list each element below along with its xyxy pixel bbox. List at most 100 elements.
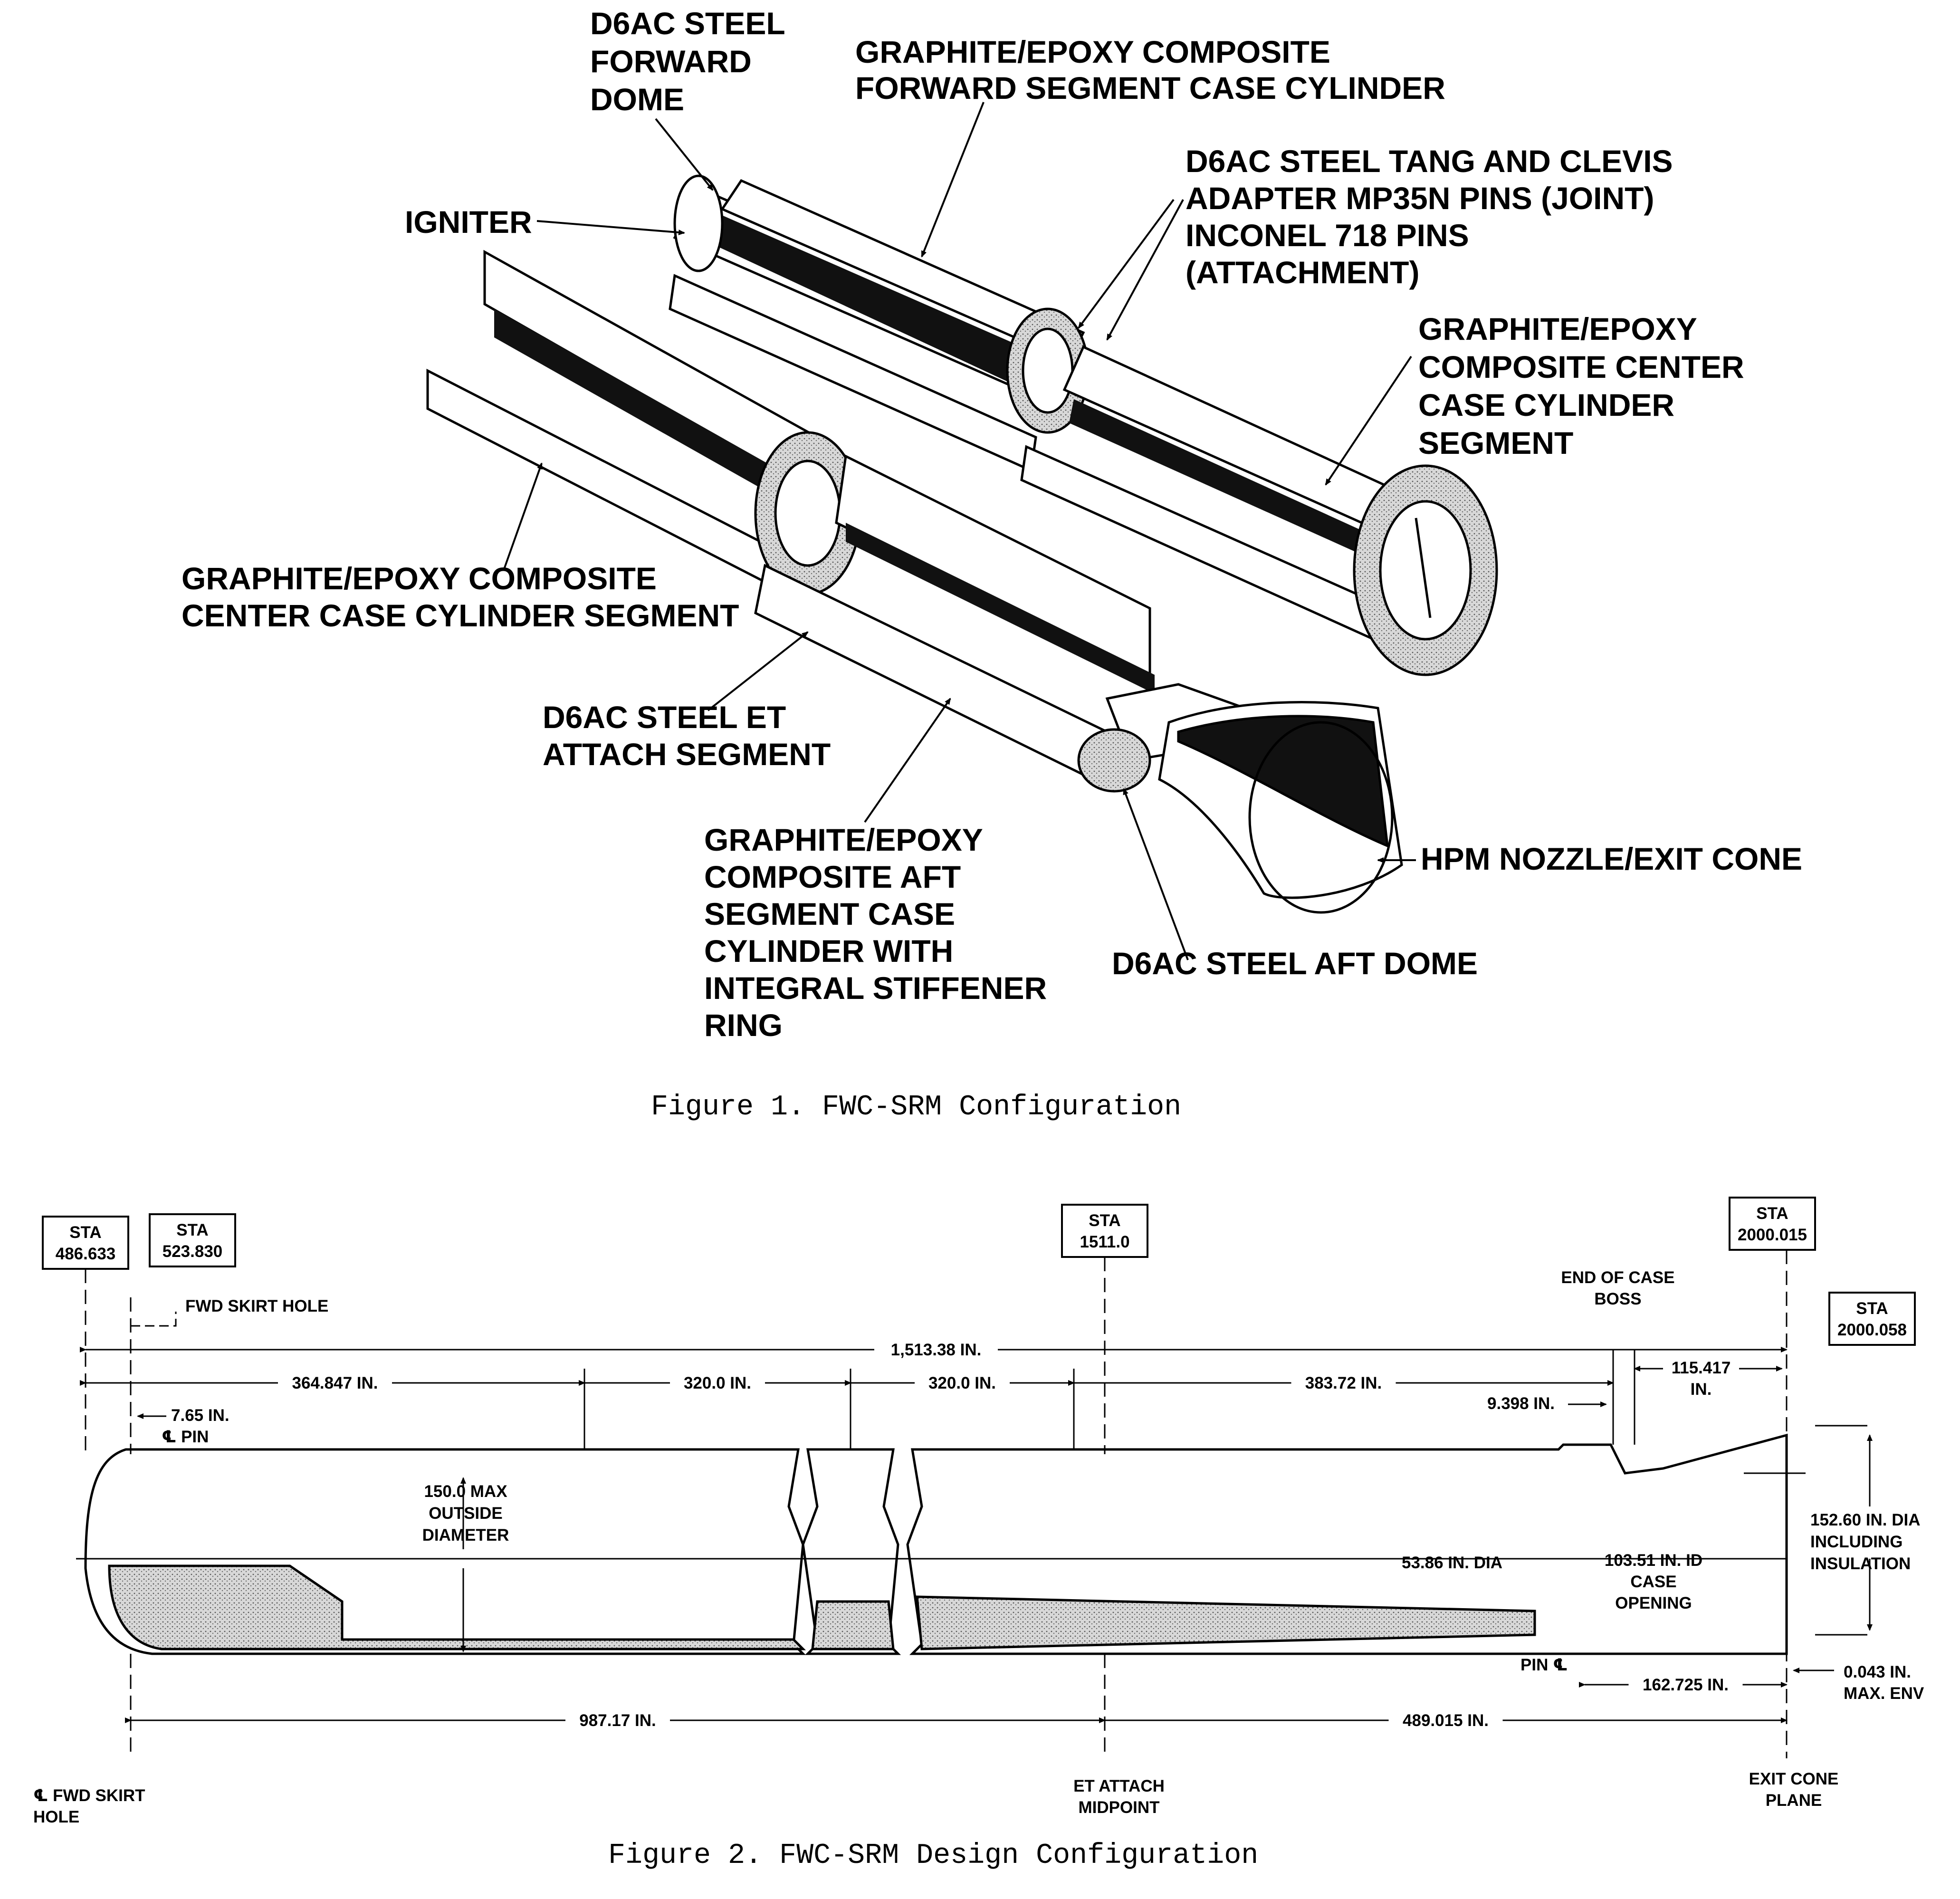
label-center-case-right-line-2: COMPOSITE CENTER <box>1418 349 1744 384</box>
nozzle-drawing <box>1158 701 1403 914</box>
label-aft-dome-line-1: D6AC STEEL AFT DOME <box>1112 946 1478 981</box>
forward-segment-drawing <box>669 174 1090 472</box>
figure-2-caption: Figure 2. FWC-SRM Design Configuration <box>608 1840 1258 1872</box>
label-fwd-dome-line-2: FORWARD <box>590 44 752 79</box>
leader-line-5 <box>1106 199 1184 341</box>
label-center-case-left-line-1: GRAPHITE/EPOXY COMPOSITE <box>182 561 657 596</box>
figure-1-configuration <box>426 174 1498 914</box>
label-tang-clevis-pins-line-1: D6AC STEEL TANG AND CLEVIS <box>1186 144 1673 179</box>
dimension-text-d9: 9.398 IN. <box>1487 1394 1555 1413</box>
station-box-s5 <box>1828 1292 1916 1346</box>
label-center-case-right-line-3: CASE CYLINDER <box>1418 387 1674 422</box>
label-fwd-dome-line-3: DOME <box>590 82 684 117</box>
dimension-text-d115-line-1: 115.417 <box>1672 1359 1731 1377</box>
station-label-s1: STA <box>69 1223 101 1242</box>
leader-line-2 <box>921 102 985 258</box>
station-value-s3: 1511.0 <box>1080 1233 1129 1251</box>
label-fwd-segment-case-cylinder-line-2: FORWARD SEGMENT CASE CYLINDER <box>855 70 1445 106</box>
label-tang-clevis-pins-line-3: INCONEL 718 PINS <box>1186 218 1469 253</box>
station-value-s1: 486.633 <box>56 1245 116 1263</box>
note-case-opening-line-2: CASE <box>1630 1573 1676 1591</box>
label-nozzle-exit-cone-line-1: HPM NOZZLE/EXIT CONE <box>1421 841 1802 876</box>
figure-2-labels: STA486.633STA523.830STA1511.0STA2000.015… <box>33 1197 1924 1826</box>
dimension-text-d489: 489.015 IN. <box>1403 1711 1489 1730</box>
label-et-attach-segment-line-2: ATTACH SEGMENT <box>543 737 831 772</box>
station-label-s2: STA <box>176 1221 208 1239</box>
label-fwd-segment-case-cylinder-line-1: GRAPHITE/EPOXY COMPOSITE <box>855 34 1330 69</box>
note-max-outside-diameter-line-3: DIAMETER <box>422 1526 509 1544</box>
label-aft-segment-case-line-5: INTEGRAL STIFFENER <box>704 970 1047 1006</box>
leader-line-1 <box>655 118 714 191</box>
motor-body <box>76 1433 1788 1655</box>
figure-2-design-configuration: STA486.633STA523.830STA1511.0STA2000.015… <box>33 1197 1924 1826</box>
leader-line-4 <box>1078 199 1175 329</box>
note-fwd-skirt-hole-bottom-line-1: ℄ FWD SKIRT <box>33 1786 145 1805</box>
station-box-s1 <box>42 1216 129 1270</box>
dimension-text-d7: 7.65 IN. <box>171 1406 229 1425</box>
note-max-env-line-1: 0.043 IN. <box>1844 1663 1911 1681</box>
note-et-attach-midpoint-line-1: ET ATTACH <box>1073 1777 1165 1795</box>
figure-1-caption: Figure 1. FWC-SRM Configuration <box>651 1091 1181 1123</box>
leader-line-10 <box>1123 788 1189 960</box>
note-case-opening-line-3: OPENING <box>1615 1594 1692 1612</box>
leader-line-6 <box>1325 355 1412 486</box>
station-label-s4: STA <box>1756 1204 1788 1223</box>
dimension-text-d320a: 320.0 IN. <box>684 1374 751 1392</box>
label-aft-segment-case-line-1: GRAPHITE/EPOXY <box>704 822 983 857</box>
note-exit-cone-plane-line-2: PLANE <box>1766 1791 1822 1810</box>
note-fwd-skirt-hole-bottom-line-2: HOLE <box>33 1808 79 1826</box>
dimension-text-d162: 162.725 IN. <box>1643 1676 1729 1694</box>
label-igniter-line-1: IGNITER <box>405 204 532 240</box>
note-case-opening-line-1: 103.51 IN. ID <box>1605 1551 1702 1570</box>
dimension-text-d987: 987.17 IN. <box>579 1711 656 1730</box>
note-max-outside-diameter-line-2: OUTSIDE <box>429 1504 503 1523</box>
label-tang-clevis-pins-line-2: ADAPTER MP35N PINS (JOINT) <box>1186 181 1654 216</box>
dimension-text-d383: 383.72 IN. <box>1305 1374 1382 1392</box>
dimension-text-total: 1,513.38 IN. <box>891 1341 982 1359</box>
label-et-attach-segment-line-1: D6AC STEEL ET <box>543 700 786 735</box>
note-152-dia-including-insulation-line-2: INCLUDING <box>1810 1533 1903 1551</box>
station-value-s2: 523.830 <box>163 1242 223 1261</box>
note-152-dia-including-insulation-line-3: INSULATION <box>1810 1554 1911 1573</box>
label-aft-segment-case-line-4: CYLINDER WITH <box>704 933 953 969</box>
label-center-case-right-line-4: SEGMENT <box>1418 425 1573 460</box>
note-cl-pin-left: ℄ PIN <box>162 1428 209 1446</box>
leader-line-9 <box>864 698 951 823</box>
note-53-dia: 53.86 IN. DIA <box>1402 1554 1502 1572</box>
note-end-of-case-boss-line-2: BOSS <box>1594 1290 1641 1308</box>
label-tang-clevis-pins-line-4: (ATTACHMENT) <box>1186 255 1419 290</box>
note-exit-cone-plane-line-1: EXIT CONE <box>1749 1770 1839 1788</box>
label-fwd-dome-line-1: D6AC STEEL <box>590 6 785 41</box>
note-152-dia-including-insulation-line-1: 152.60 IN. DIA <box>1810 1511 1921 1529</box>
aft-segment-drawing <box>754 454 1248 793</box>
station-value-s4: 2000.015 <box>1738 1226 1807 1244</box>
center-segment-left-drawing <box>426 249 861 595</box>
note-max-outside-diameter-line-1: 150.0 MAX <box>424 1482 507 1501</box>
label-aft-segment-case-line-6: RING <box>704 1007 783 1043</box>
leader-line-8 <box>707 631 809 711</box>
label-center-case-right-line-1: GRAPHITE/EPOXY <box>1418 311 1697 346</box>
leader-line-3 <box>536 220 685 236</box>
station-value-s5: 2000.058 <box>1837 1321 1907 1339</box>
station-label-s5: STA <box>1856 1299 1888 1318</box>
figure-1-leader-lines <box>503 102 1416 960</box>
dimension-text-d115-line-2: IN. <box>1691 1380 1712 1399</box>
note-max-env-line-2: MAX. ENV <box>1844 1684 1924 1703</box>
label-aft-segment-case-line-3: SEGMENT CASE <box>704 896 955 931</box>
note-end-of-case-boss-line-1: END OF CASE <box>1561 1268 1674 1287</box>
leader-line-7 <box>503 462 543 571</box>
note-pin-cl-right: PIN ℄ <box>1520 1656 1568 1674</box>
center-segment-right-drawing <box>1020 345 1498 676</box>
label-center-case-left-line-2: CENTER CASE CYLINDER SEGMENT <box>182 598 739 633</box>
station-label-s3: STA <box>1089 1211 1120 1230</box>
station-box-s4 <box>1729 1197 1816 1251</box>
label-aft-segment-case-line-2: COMPOSITE AFT <box>704 859 961 894</box>
note-et-attach-midpoint-line-2: MIDPOINT <box>1078 1798 1159 1817</box>
station-box-s2 <box>149 1213 236 1267</box>
dimension-text-d320b: 320.0 IN. <box>928 1374 996 1392</box>
note-fwd-skirt-hole-top: FWD SKIRT HOLE <box>185 1297 328 1315</box>
station-box-s3 <box>1061 1204 1148 1258</box>
